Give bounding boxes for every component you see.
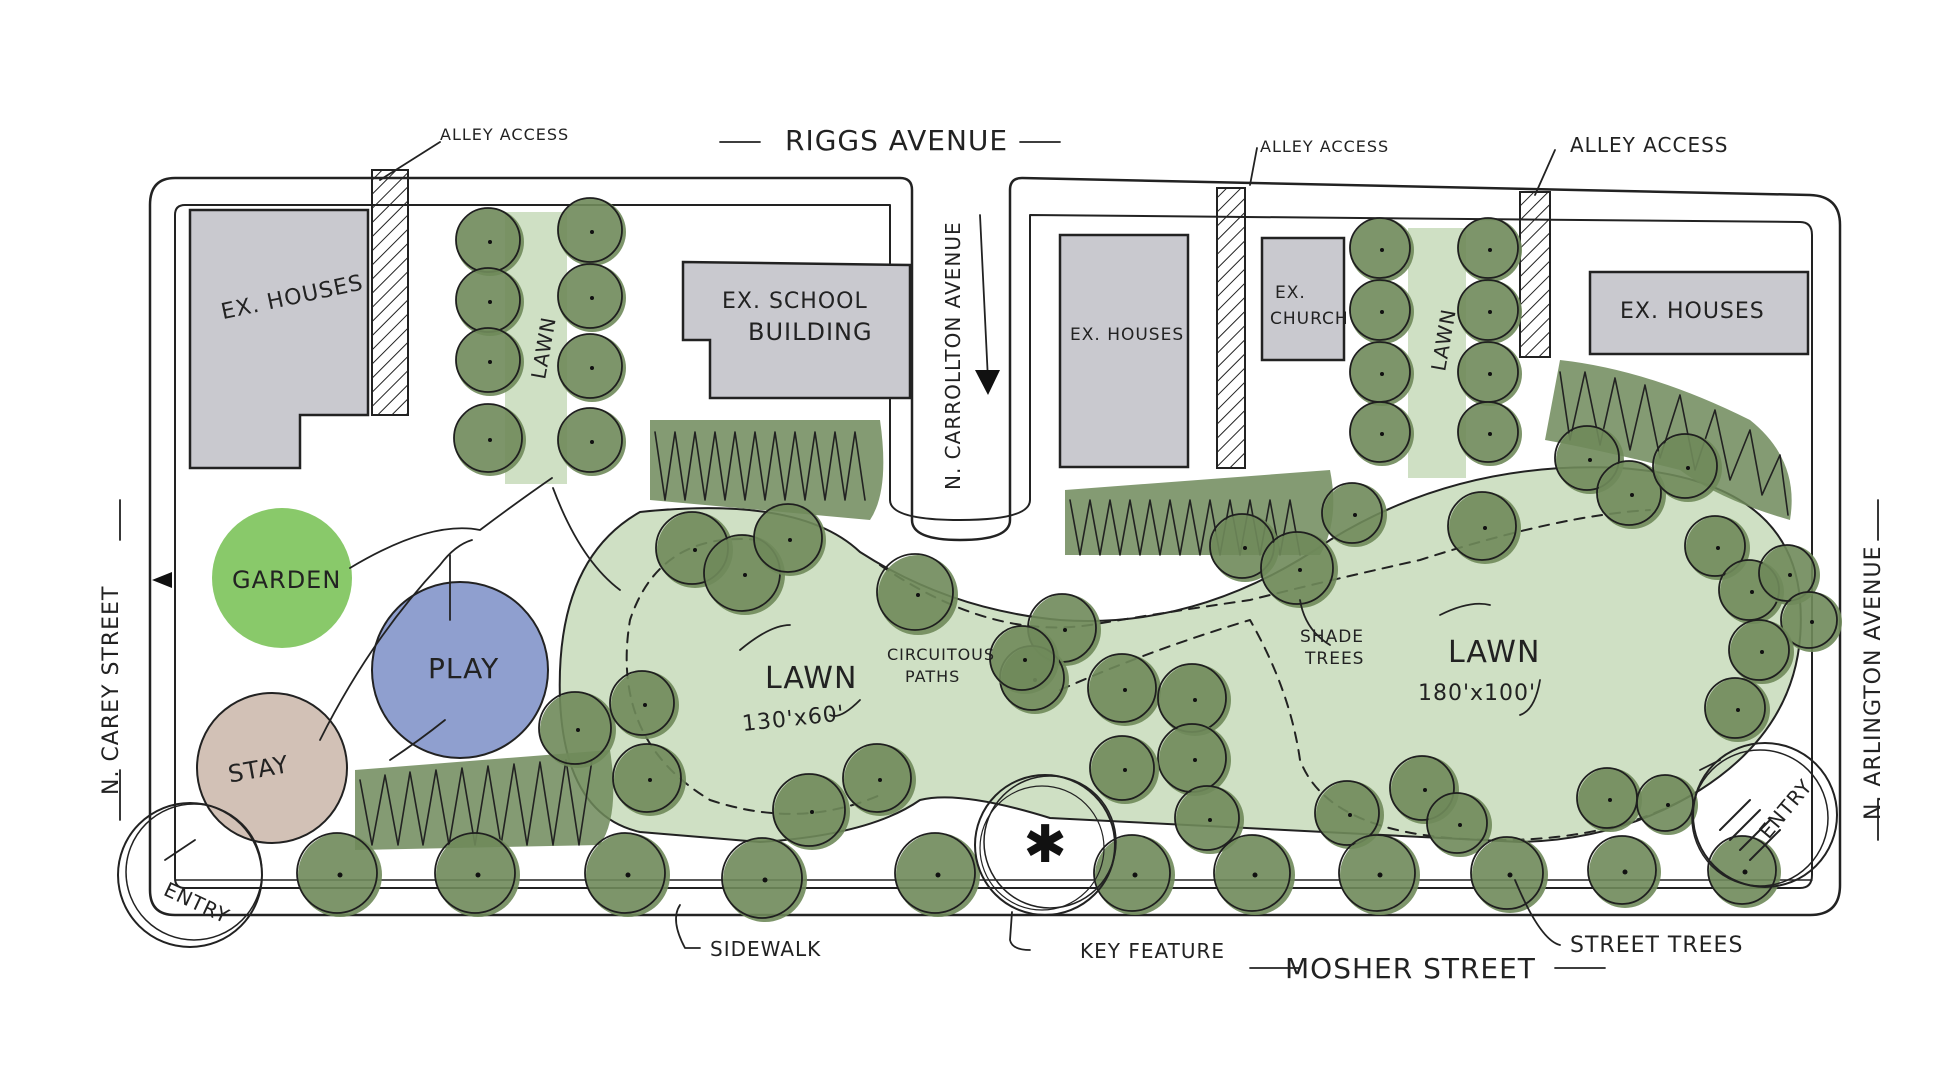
tree	[1780, 591, 1842, 652]
building-ex-church	[1260, 236, 1346, 362]
alley-hatch-3	[1519, 191, 1551, 358]
street-tree	[1338, 834, 1420, 915]
entry-west-circle	[117, 802, 263, 948]
tree	[455, 207, 524, 276]
tree	[557, 333, 626, 402]
tree	[455, 267, 524, 336]
label-carrollton-avenue: N. CARROLLTON AVENUE	[941, 221, 965, 490]
label-sidewalk: SIDEWALK	[710, 937, 821, 961]
label-alley-access-2: ALLEY ACCESS	[1260, 137, 1389, 156]
play-circle	[371, 581, 549, 759]
building-ex-houses-2	[1058, 233, 1190, 469]
street-tree	[1470, 836, 1548, 913]
label-entry-east: ENTRY	[1754, 774, 1817, 843]
label-alley-access-3: ALLEY ACCESS	[1570, 133, 1728, 157]
carrollton-arrow-head	[975, 370, 1000, 395]
tree	[989, 625, 1059, 694]
tree	[876, 553, 958, 635]
label-alley-access-1: ALLEY ACCESS	[440, 125, 569, 144]
label-lawn-west: LAWN	[765, 661, 857, 696]
tree	[1087, 653, 1161, 726]
tree	[753, 503, 826, 576]
tree	[1457, 341, 1522, 406]
tree	[1596, 460, 1666, 529]
label-carey-street: N. CAREY STREET	[99, 586, 124, 795]
tree	[1426, 792, 1492, 857]
tree	[1652, 433, 1722, 502]
label-circuitous-paths: PATHS	[905, 667, 960, 686]
garden-double-arrow	[152, 572, 172, 588]
label-key-feature: KEY FEATURE	[1080, 939, 1225, 963]
label-circuitous: CIRCUITOUS	[887, 645, 995, 664]
alley-hatch-1	[371, 169, 409, 416]
label-ex-church-2: CHURCH	[1270, 309, 1349, 329]
tree	[557, 263, 626, 332]
tree	[1447, 491, 1521, 564]
key-feature-circle	[974, 774, 1117, 916]
street-tree	[1093, 834, 1175, 915]
street-tree	[894, 832, 980, 917]
label-street-trees: STREET TREES	[1570, 933, 1743, 958]
stay-circle	[196, 692, 348, 844]
tree	[455, 327, 524, 396]
street-tree	[1587, 835, 1661, 908]
tree	[538, 691, 616, 768]
label-ex-church-1: EX.	[1275, 283, 1306, 303]
tree	[1349, 401, 1414, 466]
tree	[612, 743, 686, 816]
street-tree	[1213, 834, 1295, 915]
tree	[1457, 279, 1522, 344]
tree	[842, 743, 916, 816]
label-lawn-east: LAWN	[1448, 635, 1540, 670]
garden-circle	[212, 508, 352, 648]
tree	[1349, 279, 1414, 344]
key-feature-icon: ✱	[1023, 815, 1067, 875]
tree	[1728, 619, 1794, 684]
street-tree	[296, 832, 382, 917]
building-ex-houses-1	[188, 208, 370, 470]
label-entry-west: ENTRY	[160, 877, 233, 928]
tree	[1704, 677, 1770, 742]
label-shade: SHADE	[1300, 627, 1364, 647]
tree	[1758, 544, 1820, 605]
label-ex-houses-2: EX. HOUSES	[1070, 325, 1184, 345]
tree	[1260, 531, 1338, 608]
label-ex-houses-3: EX. HOUSES	[1620, 299, 1765, 324]
label-shade-trees: TREES	[1304, 649, 1364, 669]
label-arlington-avenue: N. ARLINGTON AVENUE	[1861, 545, 1886, 820]
alley-hatch-2	[1216, 187, 1246, 469]
tree	[1349, 217, 1414, 282]
label-garden: GARDEN	[232, 566, 341, 594]
tree	[1089, 735, 1159, 804]
tree	[1457, 217, 1522, 282]
street-tree	[1707, 835, 1781, 908]
tree	[609, 670, 679, 739]
street-tree	[584, 832, 670, 917]
tree	[1321, 482, 1387, 547]
label-lawn-east-size: 180'x100'	[1418, 681, 1536, 706]
label-play: PLAY	[428, 652, 499, 685]
label-ex-school: EX. SCHOOL	[722, 289, 868, 314]
label-mosher-street: MOSHER STREET	[1285, 952, 1536, 985]
tree	[772, 773, 850, 850]
tree	[453, 403, 526, 476]
tree	[1349, 341, 1414, 406]
building-ex-houses-3	[1588, 270, 1810, 356]
trees	[296, 197, 1842, 922]
street-tree	[721, 837, 807, 922]
tree	[1314, 780, 1384, 849]
annotation-arrows	[119, 141, 1879, 969]
street-tree	[434, 832, 520, 917]
entry-east-circle	[1691, 742, 1838, 888]
tree	[1457, 401, 1522, 466]
tree	[557, 197, 626, 266]
tree	[557, 407, 626, 476]
label-ex-school-building: BUILDING	[748, 318, 873, 346]
label-riggs-avenue: RIGGS AVENUE	[785, 124, 1008, 157]
lawn-strip-east	[1408, 228, 1466, 478]
tree	[1174, 785, 1244, 854]
building-ex-school	[681, 260, 912, 400]
